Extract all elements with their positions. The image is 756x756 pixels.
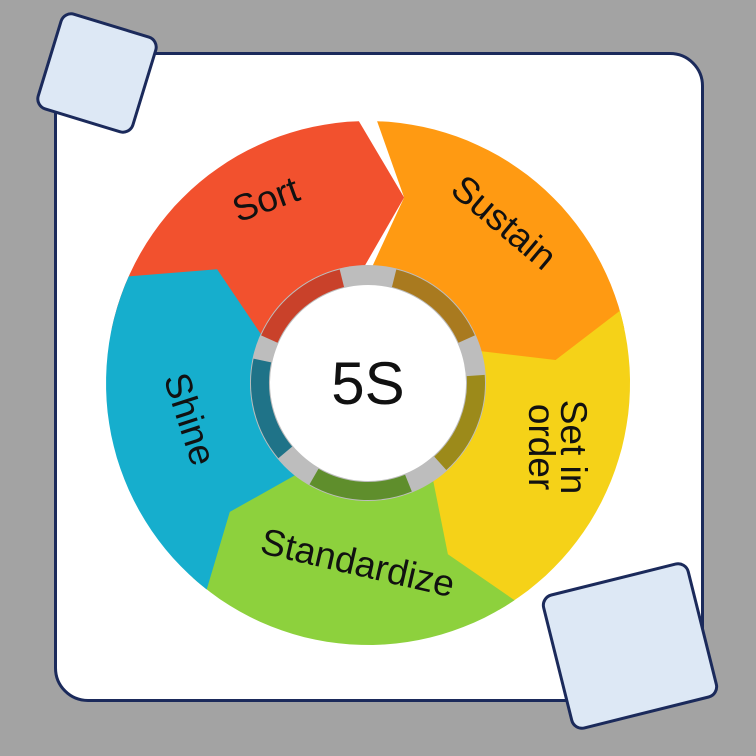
segment-shine	[106, 269, 297, 590]
inner-ring-accent-sustain	[391, 269, 475, 343]
inner-ring-accent-set-in-order	[434, 374, 485, 470]
segment-set-in-order	[423, 310, 630, 610]
segment-label-order: order	[521, 404, 562, 490]
center-label: 5S	[331, 350, 404, 417]
inner-ring-accent-standardize	[309, 468, 412, 500]
segment-label-set-in: Set in	[553, 400, 594, 495]
segment-sustain	[372, 121, 625, 387]
inner-ring-accent-shine	[251, 358, 293, 459]
segment-standardize	[192, 469, 515, 645]
inner-ring-accent-sort	[261, 269, 345, 343]
center-circle	[270, 285, 466, 481]
